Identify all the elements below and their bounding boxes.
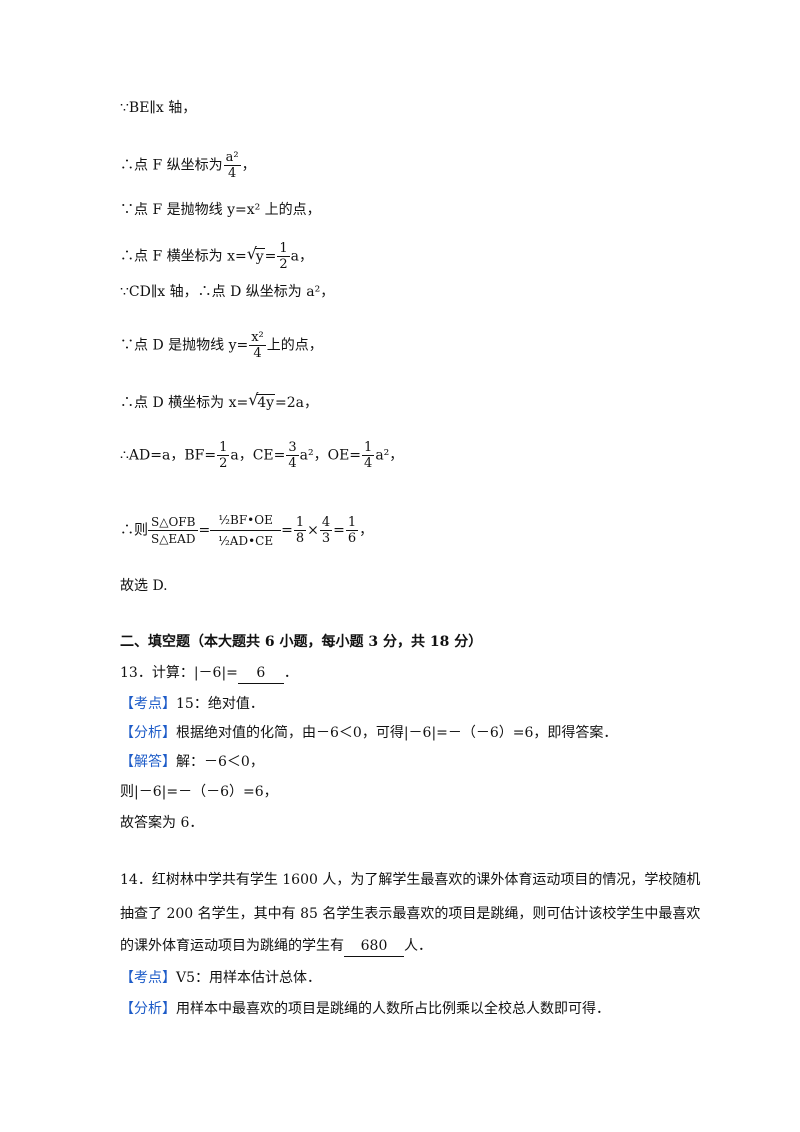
text: ∴AD=a，BF= [120, 447, 217, 464]
fenxi-tag: 【分析】 [120, 725, 176, 741]
q14-kaodian: 【考点】V5：用样本估计总体． [120, 968, 321, 988]
numerator: a² [223, 150, 241, 166]
solution-line-7: ∴点 D 横坐标为 x=√4y=2a， [120, 390, 319, 413]
jieda-tag: 【解答】 [120, 754, 176, 770]
solution-line-10: 故选 D. [120, 578, 168, 594]
text: ． [283, 665, 298, 681]
q13-stem: 13．计算：|－6|=6． [120, 663, 298, 684]
text: 用样本中最喜欢的项目是跳绳的人数所占比例乘以全校总人数即可得． [176, 1001, 610, 1017]
numerator: 1 [217, 440, 230, 456]
numerator: 1 [293, 515, 307, 531]
denominator: 2 [219, 456, 228, 471]
radicand: 4y [256, 394, 276, 411]
text: 13．计算：|－6|= [120, 665, 238, 681]
answer-blank: 6 [237, 663, 284, 684]
text: = [281, 522, 293, 539]
numerator: S△OFB [148, 514, 199, 531]
denominator: 4 [227, 166, 237, 181]
numerator: 1 [345, 515, 359, 531]
text: ∴点 D 横坐标为 x= [120, 395, 249, 411]
kaodian-tag: 【考点】 [120, 970, 176, 986]
text: 的课外体育运动项目为跳绳的学生有 [120, 938, 344, 954]
q13-conclusion: 故答案为 6． [120, 815, 204, 831]
text: ∵点 D 是抛物线 y= [120, 337, 249, 354]
text: =2a， [275, 395, 319, 411]
text: = [198, 522, 211, 539]
section-heading: 二、填空题（本大题共 6 小题，每小题 3 分，共 18 分） [120, 634, 483, 650]
denominator: S△EAD [150, 532, 196, 546]
sqrt: √4y [248, 390, 276, 413]
denominator: 2 [279, 257, 288, 272]
text: a²，OE= [299, 447, 362, 464]
kaodian-tag: 【考点】 [120, 696, 176, 712]
text: ， [241, 157, 256, 174]
denominator: 3 [321, 531, 331, 546]
numerator: ½BF•OE [210, 510, 281, 531]
solution-line-1: ∵BE∥x 轴， [120, 100, 197, 116]
q13-step: 则|－6|=－（－6）=6， [120, 784, 278, 800]
area-formula-ratio: ½BF•OE ½AD•CE [210, 510, 281, 551]
solution-line-3: ∵点 F 是抛物线 y=x² 上的点， [120, 202, 321, 218]
q13-jieda: 【解答】解：－6＜0， [120, 752, 264, 772]
denominator: 4 [253, 346, 262, 361]
radicand: y [254, 247, 265, 265]
answer-blank: 680 [344, 936, 404, 957]
text: V5：用样本估计总体． [176, 970, 322, 986]
denominator: 8 [295, 531, 305, 546]
denominator: ½AD•CE [218, 534, 274, 548]
text: ， [359, 522, 374, 539]
text: 15：绝对值． [176, 696, 264, 712]
numerator: 1 [277, 241, 290, 257]
q13-fenxi: 【分析】根据绝对值的化简，由－6＜0，可得|－6|=－（－6）=6，即得答案． [120, 723, 617, 743]
text: ∴点 F 横坐标为 x= [120, 248, 247, 265]
text: a²， [375, 447, 404, 464]
numerator: x² [249, 330, 266, 346]
text: 人． [404, 938, 432, 954]
q13-kaodian: 【考点】15：绝对值． [120, 694, 264, 714]
q14-line-1: 14．红树林中学共有学生 1600 人，为了解学生最喜欢的课外体育运动项目的情况… [120, 872, 701, 888]
solution-line-5: ∵CD∥x 轴，∴点 D 纵坐标为 a²， [120, 284, 335, 300]
denominator: 4 [364, 456, 373, 471]
fenxi-tag: 【分析】 [120, 1001, 176, 1017]
text: a， [290, 248, 313, 265]
radical-sign-icon: √ [246, 243, 257, 263]
radical-sign-icon: √ [248, 390, 259, 409]
text: 解：－6＜0， [176, 754, 264, 770]
text: 根据绝对值的化简，由－6＜0，可得|－6|=－（－6）=6，即得答案． [176, 725, 618, 741]
numerator: 4 [319, 515, 333, 531]
q14-line-2: 抽查了 200 名学生，其中有 85 名学生表示最喜欢的项目是跳绳，则可估计该校… [120, 906, 701, 922]
text: = [264, 248, 277, 265]
text: × [307, 522, 319, 539]
numerator: 3 [286, 440, 299, 456]
text: 上的点， [266, 337, 323, 354]
text: a，CE= [230, 447, 286, 464]
denominator: 4 [288, 456, 297, 471]
denominator: 6 [347, 531, 357, 546]
text: ∴则 [120, 522, 148, 539]
numerator: 1 [362, 440, 375, 456]
text: = [333, 522, 345, 539]
q14-fenxi: 【分析】用样本中最喜欢的项目是跳绳的人数所占比例乘以全校总人数即可得． [120, 999, 610, 1019]
sqrt: √y [246, 243, 265, 267]
text: ∴点 F 纵坐标为 [120, 157, 223, 174]
